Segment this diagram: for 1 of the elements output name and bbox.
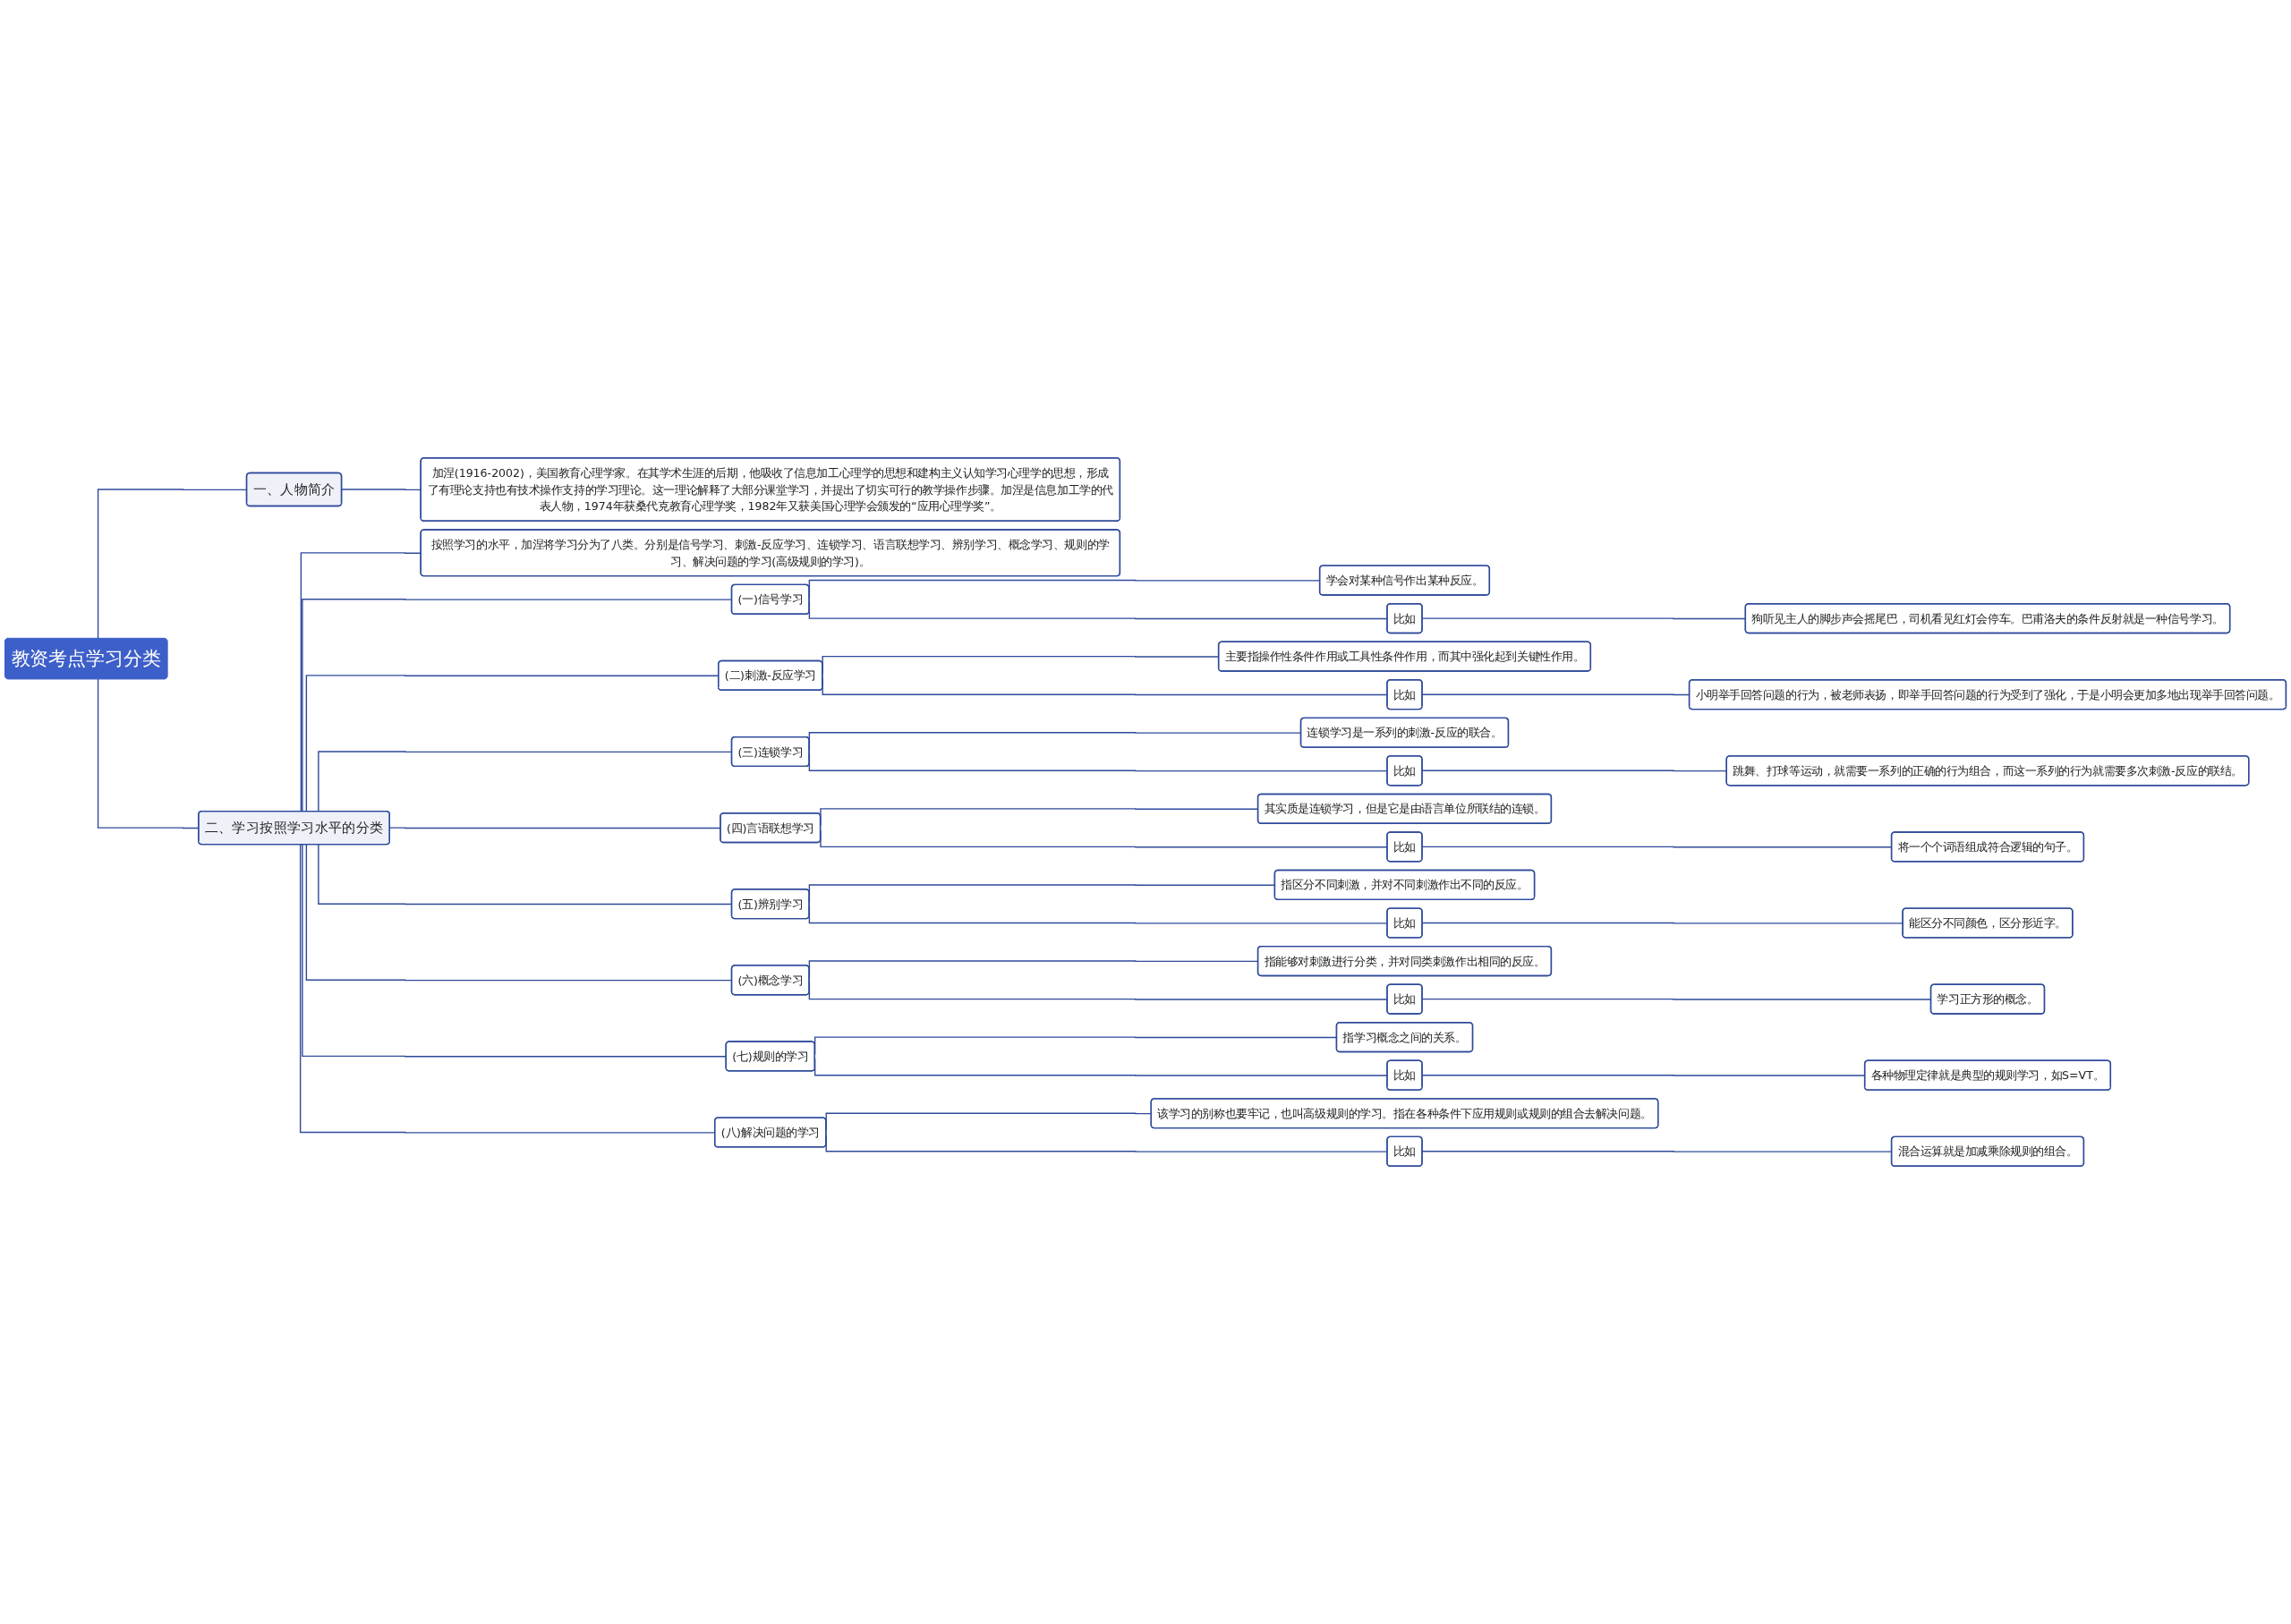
mind-map: 教资考点学习分类 一、人物简介 加涅(1916-2002)，美国教育心理学家。在其学术生涯的后期，他吸收了信息加工心理学的思想和建构主义认知学习心理学的思想，形成了有理论支持也有技术操作支持的学习理论。这一理论解释了大部分课堂学习，并提出了切实可行的教学操作步骤。加涅是信息加工学的代表人物，1974年获桑代克教育心理学奖，1982年又获美国心理学会颁发的“应用心理学奖”。 二、学习按照学习水平的分类 按照学习的水平，加涅将学习分为了八类。分别是信号学习、刺激-反应学习、连锁学习、语言联想学习、辨别学习、概念学习、规则的学习、解决问题的学习(高级规则的学习)。 (一)信号学习 学会对某种信号作出某种反应。 比如 狗听见主人的脚步声会摇尾巴，司机看见红灯会停车。巴甫洛夫的条件反射就是一种信号学习。 (二)刺激-反应学习 主要指操作性条件作用或工具性条件作用，而其中强化起到关键性作用。 比如 小明举手回答问题的行为，被老师表扬，即举手回答问题的行为受到了强化，于是小明会更加多地出现举手回答问题。 (三)连锁学习 连锁学习是一系列的刺激-反应的联合。 比如 跳舞、打球等运动，就需要一系列的正确的行为组合，而这一系列的行为就需要多次刺激-反应的联结。 (四)言语联想学习 其实质是连锁学习，但是它是由语言单位所联结的连锁。 比如 将一个个词语组成符合逻辑的句子。 (五)辨别学习 指区分不同刺激，并对不同刺激作出不同的反应。 比如 能区分不同颜色，区分形近字。 (六)概念学习 指能够对刺激进行分类，并对同类刺激作出相同的反应。 比如 学习正方形的概念。 (七)规则的学习 指学习概念之间的关系。 比如 各种物理定律就是典型的规则学习，如S=VT。 (八)解决问题的学习 该学习的别称也要牢记，也叫高级规则的学习。指在各种条件下应用规则或规则的组合去解决问题。 比如 混合运算就是加减乘除规则的组合。 — [0, 0, 2291, 1624]
